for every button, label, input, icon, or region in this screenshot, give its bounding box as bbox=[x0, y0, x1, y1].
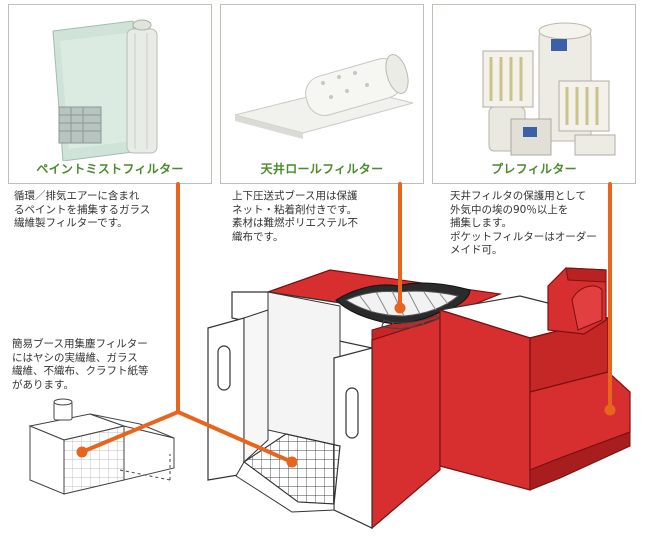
marker-dust-collector bbox=[76, 446, 88, 458]
product-name: プレフィルター bbox=[491, 162, 577, 176]
leader-lines bbox=[80, 182, 612, 464]
product-card-ceiling-roll-filter: 天井ロールフィルター bbox=[220, 4, 424, 184]
dust-collector-filter-description: 簡易ブース用集塵フィルター にはヤシの実繊維、ガラス 繊維、不織布、クラフト紙等… bbox=[12, 338, 149, 391]
paint-mist-filter-description: 循環／排気エアーに含まれ るペイントを捕集するガラス 繊維製フィルターです。 bbox=[14, 190, 151, 229]
leader-floor-filter bbox=[176, 410, 294, 464]
product-card-paint-mist-filter: ペイントミストフィルター bbox=[8, 4, 212, 184]
booth-side-wall bbox=[371, 317, 441, 530]
product-name: 天井ロールフィルター bbox=[260, 162, 384, 176]
booth-body bbox=[207, 269, 503, 530]
product-card-pre-filter: プレフィルター bbox=[432, 4, 636, 184]
product-name: ペイントミストフィルター bbox=[36, 162, 184, 176]
pre-filter-description: 天井フィルタの保護用として 外気中の埃の90％以上を 捕集します。 ポケットフィ… bbox=[450, 190, 597, 256]
paint-mist-filter-photo bbox=[52, 19, 158, 161]
ceiling-roll-filter-photo bbox=[234, 54, 414, 139]
marker-pre-filter bbox=[604, 404, 616, 416]
ceiling-roll-filter-description: 上下圧送式ブース用は保護 ネット・粘着剤付きです。 素材は難燃ポリエステル不 織… bbox=[232, 190, 358, 243]
pre-filter-photo bbox=[482, 22, 616, 156]
air-handling-unit bbox=[439, 267, 631, 491]
leader-paint-mist-filter bbox=[80, 182, 180, 454]
marker-ceiling-filter bbox=[394, 302, 406, 314]
marker-floor-filter bbox=[286, 456, 298, 468]
dust-collector-box bbox=[28, 398, 175, 495]
